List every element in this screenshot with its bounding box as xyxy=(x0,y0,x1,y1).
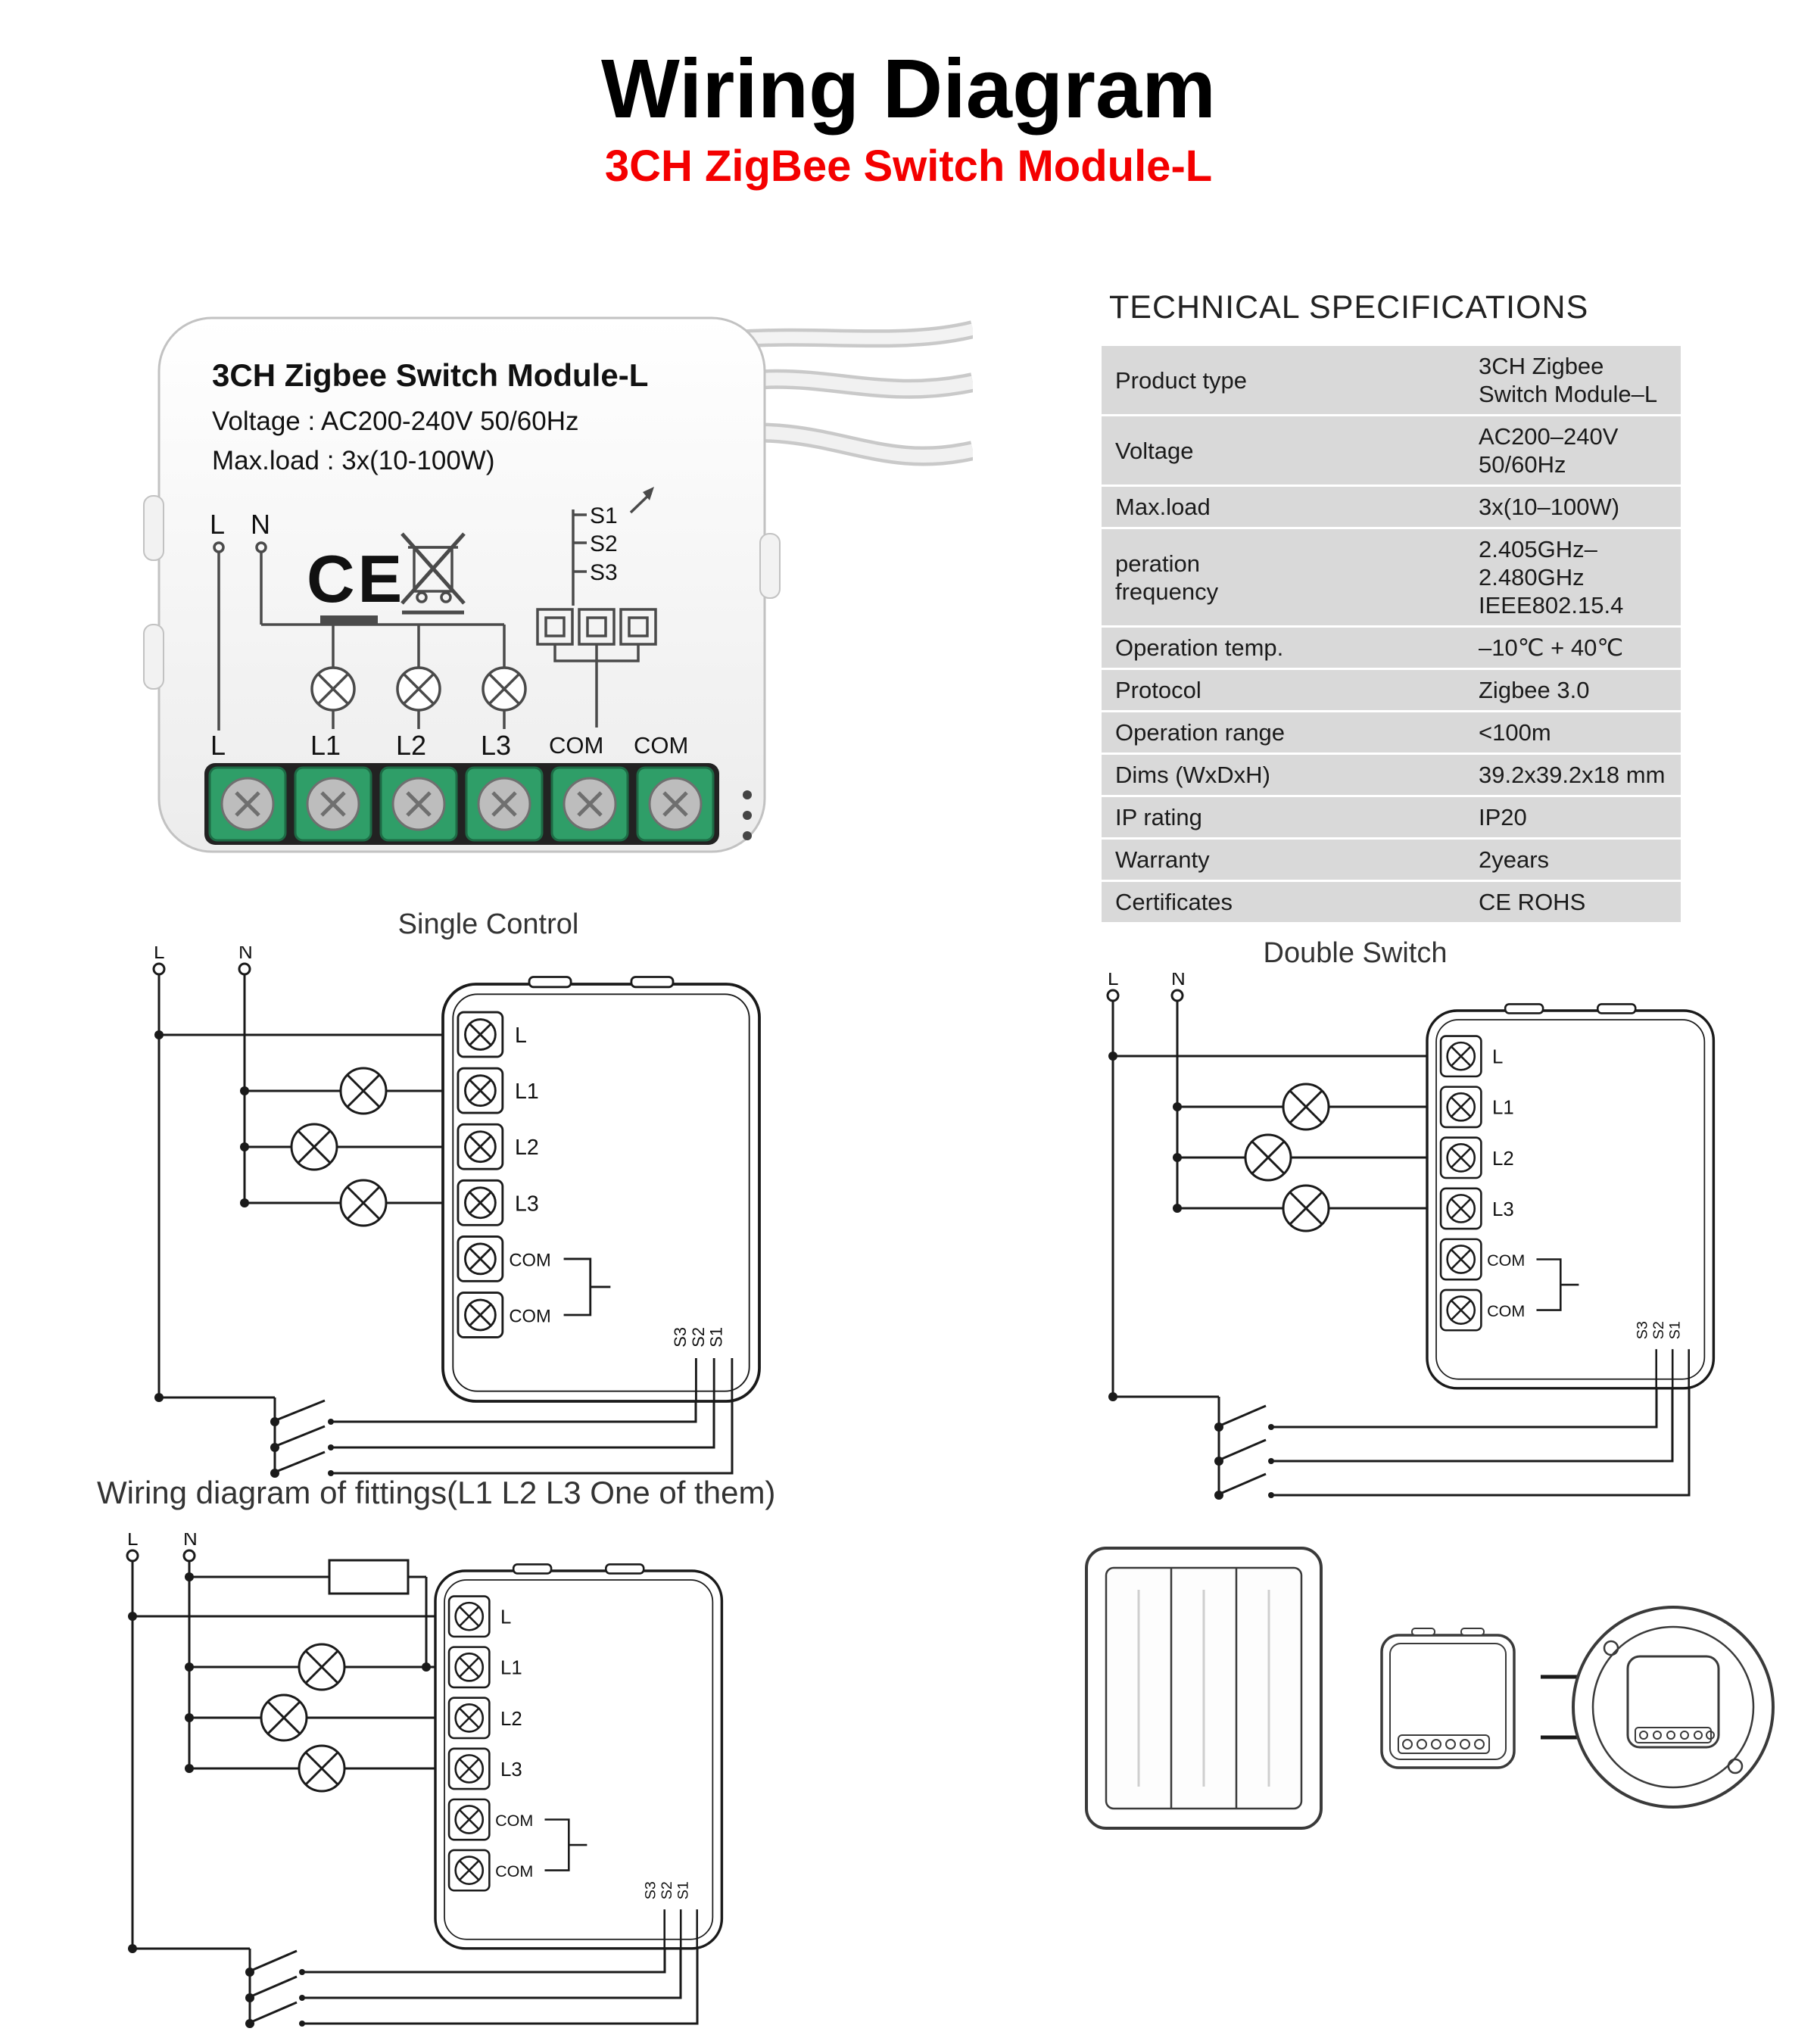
device-clip xyxy=(143,624,164,690)
double-switch-diagram: L N xyxy=(1106,973,1760,1500)
terminal-block xyxy=(294,766,372,842)
device-schematic-print: L N CE xyxy=(210,487,688,761)
terminal-block xyxy=(636,766,715,842)
line-l-label: L xyxy=(1108,973,1118,989)
line-l-terminal xyxy=(1106,989,1120,1002)
line-n-label: N xyxy=(183,1533,198,1550)
terminal-block xyxy=(208,766,287,842)
switch-symbol xyxy=(245,1949,314,1977)
single-control-title: Single Control xyxy=(397,908,579,940)
round-mounting-box xyxy=(1572,1606,1775,1809)
print-term-l3: L3 xyxy=(481,730,511,761)
installation-illustrations xyxy=(1085,1547,1775,1830)
single-control-diagram: L N xyxy=(152,946,890,1478)
switch-symbol xyxy=(1214,1438,1283,1466)
device-name-print: 3CH Zigbee Switch Module-L xyxy=(212,357,648,393)
device-clip xyxy=(143,495,164,561)
line-l-label: L xyxy=(154,946,164,963)
switch-symbol xyxy=(270,1399,352,1426)
line-l-terminal xyxy=(152,962,166,976)
print-l-label: L xyxy=(210,509,225,540)
printed-lamp-icons xyxy=(310,666,527,712)
print-n-label: N xyxy=(251,509,270,540)
fittings-title: Wiring diagram of fittings(L1 L2 L3 One … xyxy=(97,1475,776,1510)
print-s3: S3 xyxy=(590,560,618,585)
print-s1: S1 xyxy=(590,503,618,528)
switch-symbol xyxy=(245,1975,314,2002)
arrow-icon xyxy=(643,487,654,500)
header: Wiring Diagram 3CH ZigBee Switch Module-… xyxy=(0,45,1817,192)
spec-row-dims: Dims (WxDxH)39.2x39.2x18 mm xyxy=(1102,755,1681,795)
line-n-terminal xyxy=(238,962,251,976)
switch-symbol xyxy=(245,2001,314,2028)
terminal-block xyxy=(379,766,458,842)
print-term-l2: L2 xyxy=(396,730,426,761)
fitting-box xyxy=(328,1559,410,1595)
print-term-com2: COM xyxy=(634,732,688,759)
switch-symbol xyxy=(1214,1472,1283,1500)
spec-row-operation-range: Operation range<100m xyxy=(1102,712,1681,752)
line-n-terminal xyxy=(182,1549,196,1563)
device-clip xyxy=(759,533,781,599)
print-term-l1: L1 xyxy=(310,730,341,761)
s-terminal-print: S1 S2 S3 xyxy=(536,487,657,728)
module-illustration xyxy=(1380,1628,1516,1769)
line-n-label: N xyxy=(238,946,253,963)
switch-symbol xyxy=(1214,1404,1283,1432)
terminal-strip xyxy=(204,763,752,845)
weee-icon xyxy=(400,532,466,615)
page-title: Wiring Diagram xyxy=(601,42,1216,136)
product-photo: 3CH Zigbee Switch Module-L Voltage : AC2… xyxy=(143,316,973,853)
line-l-terminal xyxy=(126,1549,139,1563)
print-term-com: COM xyxy=(549,732,603,759)
double-switch-title: Double Switch xyxy=(1263,937,1448,969)
line-n-label: N xyxy=(1171,973,1186,989)
terminal-block xyxy=(550,766,629,842)
line-n-terminal xyxy=(1170,989,1184,1002)
terminal-block xyxy=(465,766,544,842)
print-term-l: L xyxy=(210,730,226,761)
spec-row-operation-temp: Operation temp.–10℃ + 40℃ xyxy=(1102,628,1681,668)
line-l-label: L xyxy=(127,1533,138,1550)
switch-symbol xyxy=(270,1450,352,1478)
page-subtitle: 3CH ZigBee Switch Module-L xyxy=(604,141,1213,191)
specs-heading: TECHNICAL SPECIFICATIONS xyxy=(1109,289,1589,326)
wall-switch-plate xyxy=(1085,1547,1323,1830)
print-s2: S2 xyxy=(590,531,618,556)
device-voltage-print: Voltage : AC200-240V 50/60Hz xyxy=(212,407,579,436)
fittings-diagram: L N xyxy=(126,1533,890,2028)
switch-symbol xyxy=(270,1425,352,1452)
ce-mark: CE xyxy=(307,541,405,616)
device-load-print: Max.load : 3x(10-100W) xyxy=(212,446,494,475)
